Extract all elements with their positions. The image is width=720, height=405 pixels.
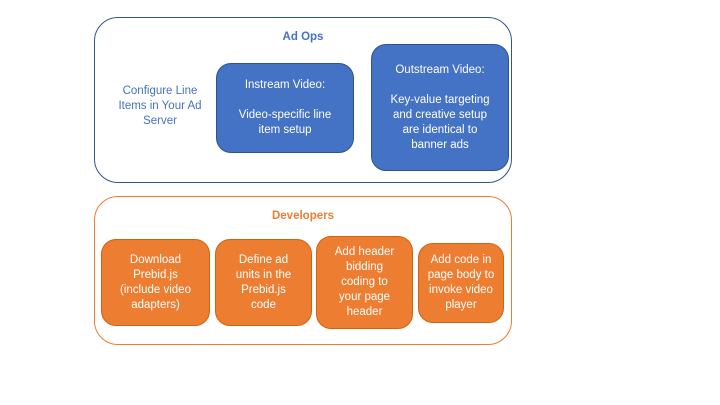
configure-line-items-note: Configure Line Items in Your Ad Server: [118, 85, 202, 127]
outstream-video-box: Outstream Video: Key-value targeting and…: [371, 44, 509, 171]
define-ad-units-box: Define ad units in the Prebid.js code: [215, 239, 312, 326]
developers-title: Developers: [271, 210, 334, 222]
instream-video-box: Instream Video: Video-specific line item…: [216, 63, 354, 153]
add-header-bidding-box: Add header bidding coding to your page h…: [316, 236, 413, 329]
developers-group: Developers Download Prebid.js (include v…: [94, 196, 512, 345]
ad-ops-title: Ad Ops: [282, 31, 324, 43]
add-page-body-code-box: Add code in page body to invoke video pl…: [418, 243, 504, 323]
ad-ops-group: Ad Ops Configure Line Items in Your Ad S…: [94, 17, 512, 183]
download-prebid-box: Download Prebid.js (include video adapte…: [101, 239, 210, 326]
